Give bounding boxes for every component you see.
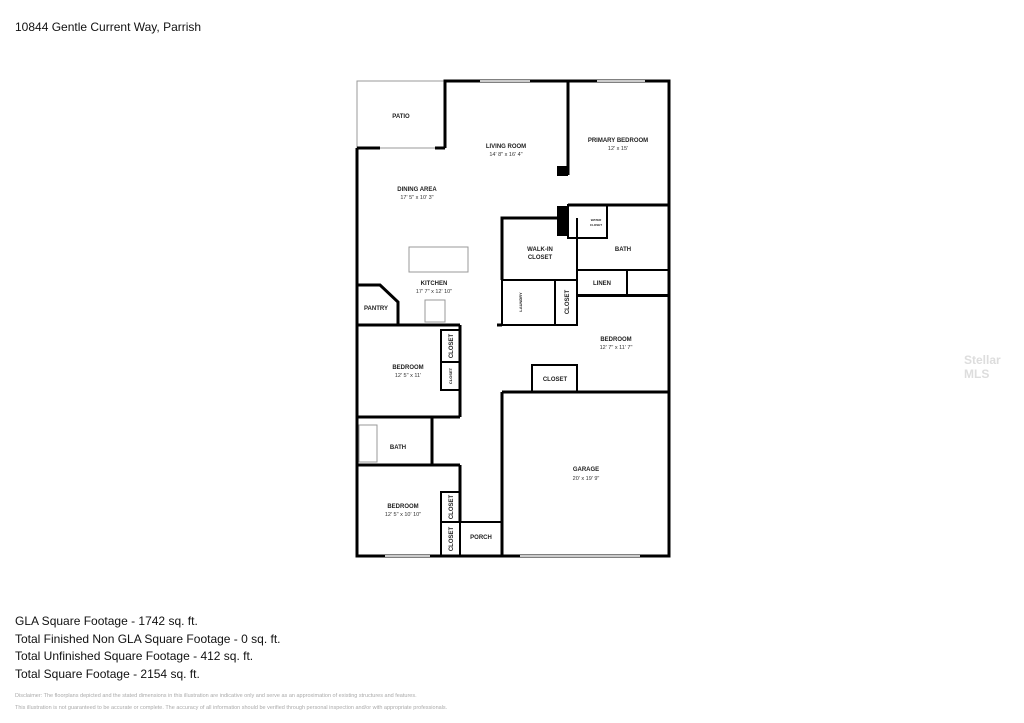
room-labels: PATIO LIVING ROOM 14' 8" x 16' 4" PRIMAR…: [364, 114, 648, 551]
room-label: 12' 5" x 11': [395, 373, 421, 379]
wall-top-right: [443, 79, 671, 558]
room-label: KITCHEN: [421, 281, 448, 287]
room-label: CLOSET: [449, 527, 455, 552]
room-label: 12' 7" x 11' 7": [600, 345, 633, 351]
room-label: CLOSET: [448, 367, 453, 384]
room-label: CLOSET: [565, 290, 571, 315]
room-label: BATH: [390, 445, 406, 451]
disclaimer-line: This illustration is not guaranteed to b…: [15, 705, 448, 711]
room-label: GARAGE: [573, 467, 599, 473]
room-label: LAUNDRY: [518, 292, 523, 312]
room-label: WATER: [591, 218, 602, 222]
room-label: CLOSET: [449, 334, 455, 359]
room-label: BEDROOM: [392, 365, 423, 371]
gla-footage: GLA Square Footage - 1742 sq. ft.: [15, 614, 198, 628]
room-label: CLOSET: [528, 255, 553, 261]
unfinished-footage: Total Unfinished Square Footage - 412 sq…: [15, 649, 254, 663]
room-label: PORCH: [470, 535, 492, 541]
room-label: BATH: [615, 247, 631, 253]
square-footage-summary: GLA Square Footage - 1742 sq. ft. Total …: [15, 613, 280, 683]
room-label: PANTRY: [364, 306, 388, 312]
room-label: PRIMARY BEDROOM: [588, 138, 648, 144]
room-label: 14' 8" x 16' 4": [489, 152, 522, 158]
total-footage: Total Square Footage - 2154 sq. ft.: [15, 666, 200, 681]
room-label: 12' 5" x 10' 10": [385, 512, 421, 518]
room-label: 12' x 15': [608, 146, 628, 152]
room-label: LIVING ROOM: [486, 144, 526, 150]
wall-left: [355, 148, 502, 558]
room-label: 17' 5" x 10' 3": [400, 195, 433, 201]
room-label: WALK-IN: [527, 247, 553, 253]
walls: [355, 79, 671, 558]
room-label: 20' x 19' 9": [573, 476, 600, 482]
room-label: CLOSET: [449, 495, 455, 520]
room-label: BEDROOM: [387, 504, 418, 510]
disclaimer-line: Disclaimer: The floorplans depicted and …: [15, 693, 417, 699]
finished-non-gla-footage: Total Finished Non GLA Square Footage - …: [15, 631, 281, 646]
room-label: CLOSET: [590, 223, 602, 227]
disclaimer: Disclaimer: The floorplans depicted and …: [15, 690, 447, 714]
page-title: 10844 Gentle Current Way, Parrish: [15, 20, 202, 34]
room-label: DINING AREA: [397, 187, 437, 193]
room-label: LINEN: [593, 281, 611, 287]
watermark: Stellar MLS: [964, 353, 1001, 381]
room-label: CLOSET: [543, 377, 568, 383]
room-label: 17' 7" x 12' 10": [416, 289, 452, 295]
room-label: BEDROOM: [600, 337, 631, 343]
room-label: PATIO: [392, 114, 410, 120]
